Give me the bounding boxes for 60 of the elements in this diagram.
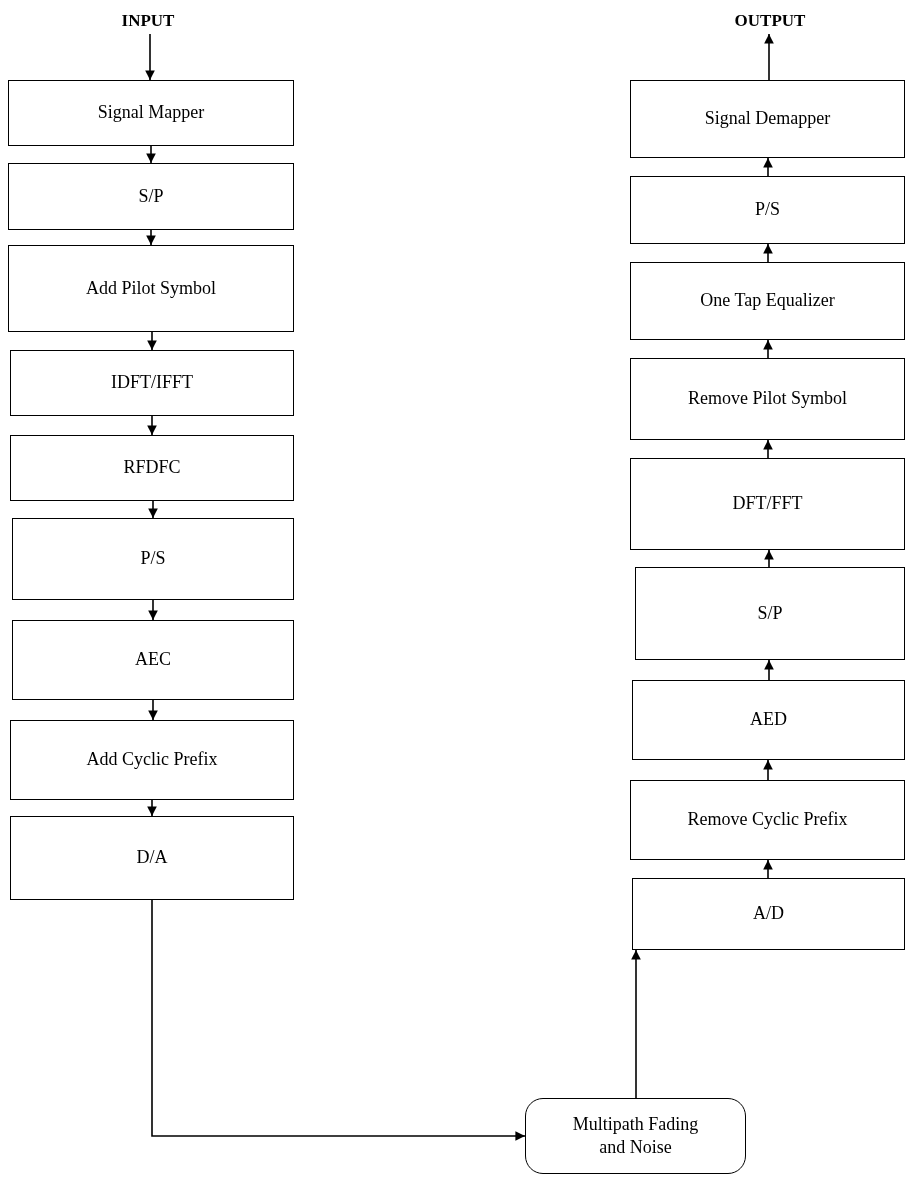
arrow <box>764 659 774 681</box>
box-label: Add Pilot Symbol <box>86 276 216 300</box>
arrow <box>146 145 156 164</box>
process-box <box>12 518 294 600</box>
heading-label: OUTPUT <box>734 9 806 32</box>
arrow <box>146 229 156 246</box>
arrow <box>148 599 158 621</box>
arrow <box>145 33 155 81</box>
arrow <box>148 699 158 721</box>
arrow <box>763 157 773 177</box>
process-box <box>12 620 294 700</box>
arrow <box>147 331 157 351</box>
heading-label: INPUT <box>121 9 175 32</box>
arrow <box>763 439 773 459</box>
box-label: Remove Cyclic Prefix <box>687 808 848 832</box>
process-box <box>10 816 294 900</box>
box-label: Signal Mapper <box>97 101 205 125</box>
process-box <box>632 878 905 950</box>
box-label: Add Cyclic Prefix <box>86 748 218 772</box>
box-label: IDFT/IFFT <box>111 371 193 395</box>
process-box <box>630 176 905 244</box>
process-box <box>8 163 294 230</box>
box-label: RFDFC <box>123 456 181 480</box>
process-box <box>630 80 905 158</box>
box-label: Signal Demapper <box>704 107 831 131</box>
arrow <box>764 549 774 568</box>
process-box <box>630 458 905 550</box>
box-label: AEC <box>135 648 171 672</box>
box-label: P/S <box>140 547 166 571</box>
box-label: S/P <box>757 601 783 625</box>
process-box <box>635 567 905 660</box>
process-box <box>8 245 294 332</box>
process-box <box>10 435 294 501</box>
arrow <box>147 799 157 817</box>
arrow <box>151 899 526 1141</box>
process-box <box>10 720 294 800</box>
box-label: Multipath Fading and Noise <box>571 1112 700 1159</box>
arrow <box>763 859 773 879</box>
box-label: A/D <box>753 902 784 926</box>
box-label: Remove Pilot Symbol <box>688 387 847 411</box>
arrow <box>763 759 773 781</box>
arrow <box>148 500 158 519</box>
box-label: DFT/FFT <box>732 492 803 516</box>
process-box <box>630 780 905 860</box>
box-label: AED <box>750 708 787 732</box>
arrow <box>763 243 773 263</box>
box-label: D/A <box>136 846 168 870</box>
box-label: P/S <box>755 198 780 222</box>
process-box <box>630 262 905 340</box>
process-box <box>8 80 294 146</box>
process-box <box>630 358 905 440</box>
arrow <box>147 415 157 436</box>
box-label: S/P <box>138 184 164 208</box>
arrow <box>764 33 774 81</box>
arrow <box>631 949 641 1099</box>
arrow <box>763 339 773 359</box>
process-box <box>632 680 905 760</box>
process-box <box>525 1098 746 1174</box>
process-box <box>10 350 294 416</box>
box-label: One Tap Equalizer <box>700 289 835 313</box>
